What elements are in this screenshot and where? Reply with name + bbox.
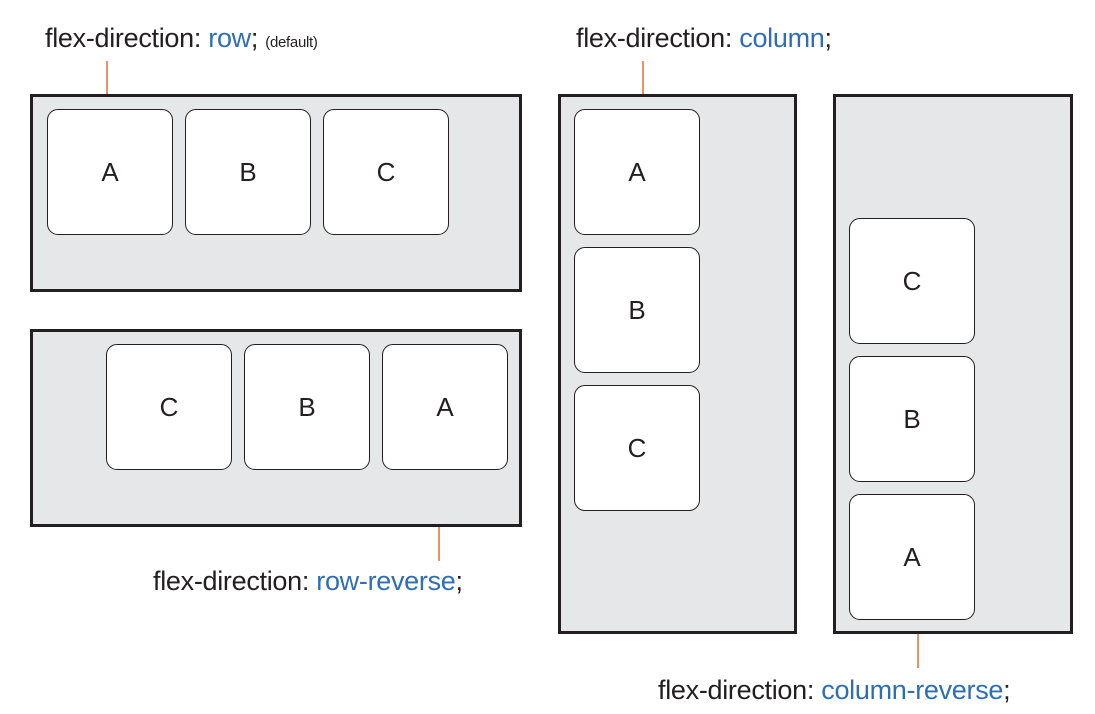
leader-line-column-reverse — [917, 634, 919, 668]
flex-item-b: B — [574, 247, 700, 373]
caption-row: flex-direction: row; (default) — [45, 22, 318, 59]
leader-line-column — [642, 61, 644, 95]
container-row-reverse: C B A — [30, 329, 522, 527]
flex-item-b: B — [185, 109, 311, 235]
flex-item-b: B — [244, 344, 370, 470]
flex-item-c: C — [849, 218, 975, 344]
caption-row-suffix: ; — [250, 23, 259, 53]
leader-line-row — [106, 61, 108, 95]
caption-column-reverse-value: column-reverse — [821, 675, 1004, 705]
flex-item-a: A — [47, 109, 173, 235]
container-column-reverse: C B A — [833, 94, 1073, 634]
caption-column-reverse-suffix: ; — [1003, 675, 1011, 705]
flex-item-a: A — [849, 494, 975, 620]
flex-item-b: B — [849, 356, 975, 482]
caption-column-reverse: flex-direction: column-reverse; — [658, 674, 1011, 706]
caption-row-reverse-suffix: ; — [455, 566, 464, 596]
caption-column-prefix: flex-direction: — [576, 23, 740, 53]
flex-item-a: A — [574, 109, 700, 235]
flex-item-c: C — [106, 344, 232, 470]
leader-line-row-reverse — [438, 527, 440, 561]
caption-row-prefix: flex-direction: — [45, 23, 209, 53]
caption-row-value: row — [208, 23, 251, 53]
flex-item-a: A — [382, 344, 508, 470]
caption-row-reverse-prefix: flex-direction: — [153, 566, 317, 596]
caption-row-note: (default) — [265, 34, 318, 51]
caption-column: flex-direction: column; — [576, 22, 832, 54]
caption-column-value: column — [739, 23, 825, 53]
caption-column-suffix: ; — [824, 23, 833, 53]
container-row: A B C — [30, 94, 522, 292]
flex-item-c: C — [574, 385, 700, 511]
caption-column-reverse-prefix: flex-direction: — [658, 675, 822, 705]
caption-row-reverse: flex-direction: row-reverse; — [153, 565, 463, 597]
caption-row-reverse-value: row-reverse — [316, 566, 456, 596]
container-column: A B C — [558, 94, 797, 634]
flex-item-c: C — [323, 109, 449, 235]
